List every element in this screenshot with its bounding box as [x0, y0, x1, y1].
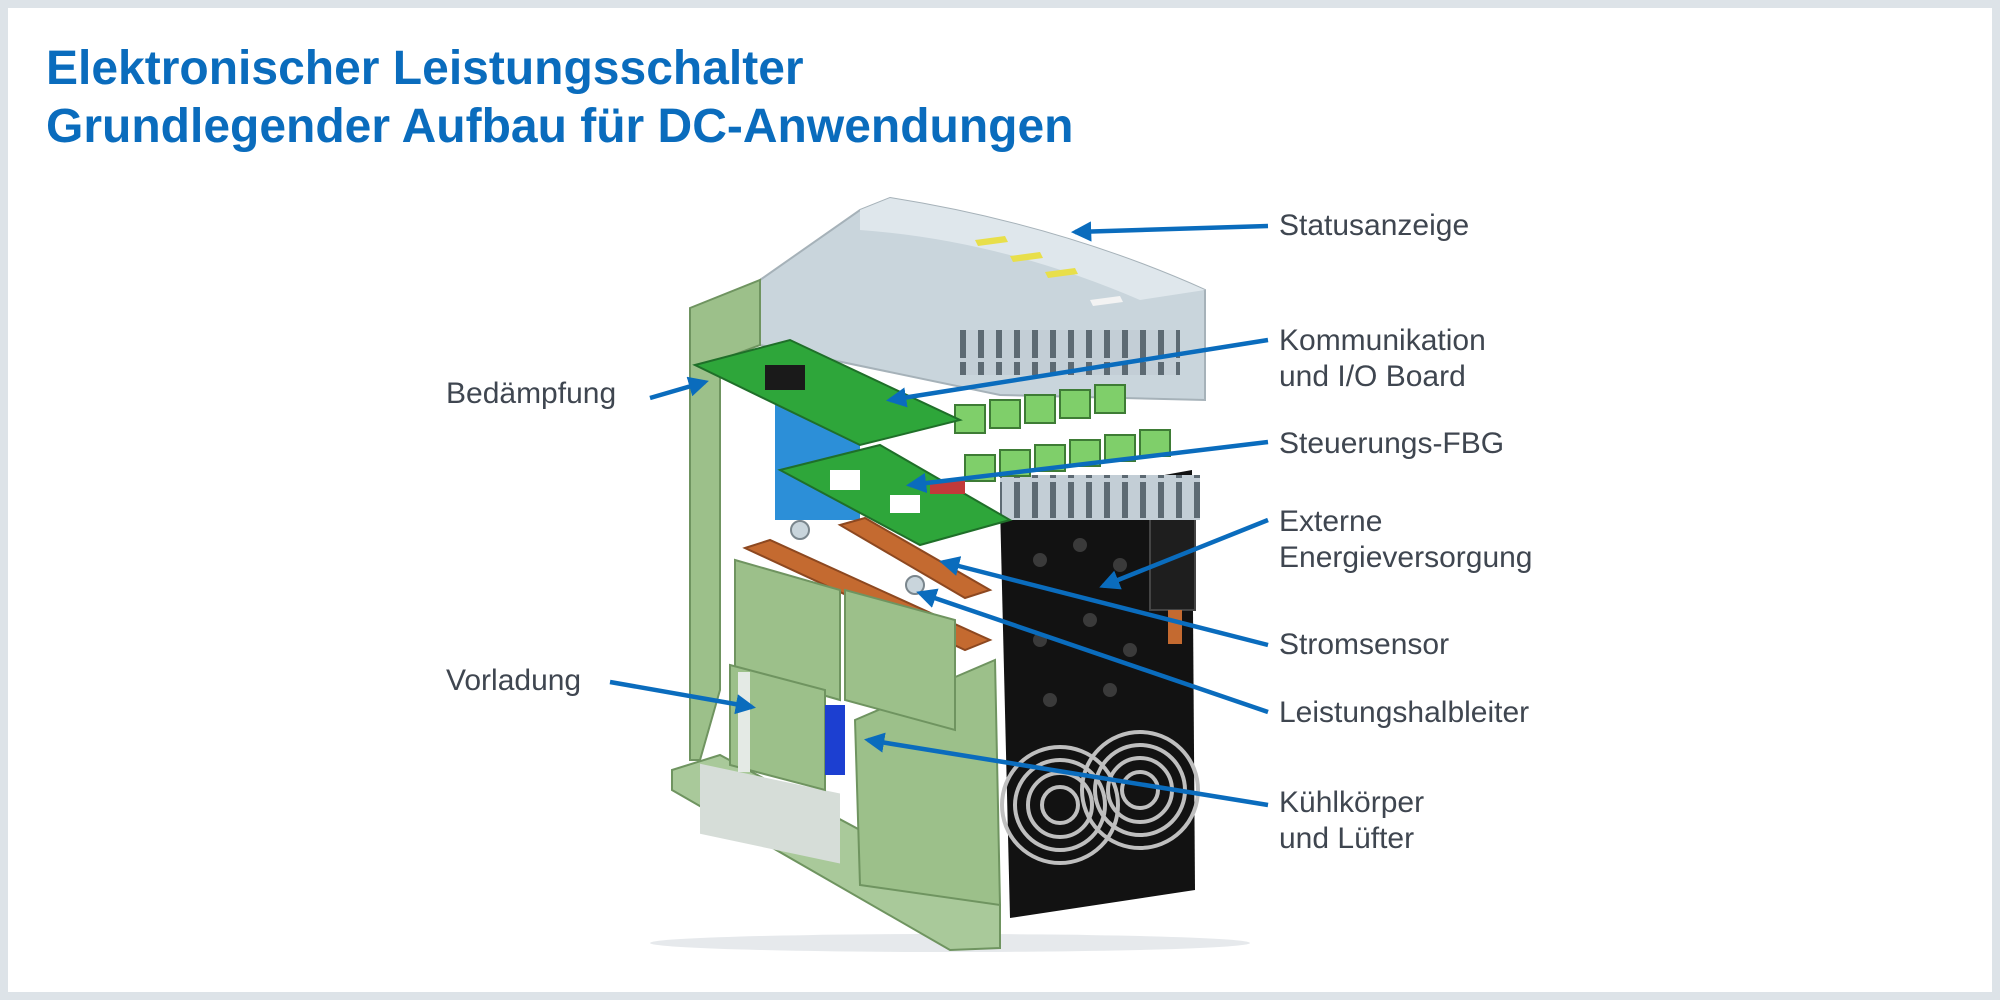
arrow-steuerung — [905, 439, 1269, 494]
io-terminal-blocks — [954, 384, 1171, 482]
heatsink-screw-holes — [1033, 538, 1137, 707]
copper-busbar-rear — [837, 516, 993, 600]
cover-vents-lower — [1000, 475, 1200, 520]
label-leistungshalbleiter: Leistungshalbleiter — [1279, 696, 1530, 729]
label-statusanzeige: Statusanzeige — [1279, 209, 1470, 242]
label-stromsensor: Stromsensor — [1279, 628, 1450, 661]
arrow-leistungshalbleiter — [916, 588, 1269, 715]
arrow-statusanzeige — [1070, 221, 1269, 242]
label-vorladung: Vorladung — [446, 664, 582, 697]
arrow-kuehlkoerper — [864, 732, 1269, 808]
cover-vents-upper — [960, 330, 1180, 375]
title-line-2: Grundlegender Aufbau für DC-Anwendungen — [46, 100, 1074, 153]
leader-arrows — [609, 221, 1269, 808]
arrow-stromsensor — [939, 556, 1269, 648]
busbar-bolts — [790, 520, 925, 595]
arrow-kommunikation — [886, 337, 1269, 408]
arrow-bedaempfung — [649, 376, 709, 401]
label-kuehlkoerper: Kühlkörper und Lüfter — [1279, 786, 1425, 855]
slide-title: Elektronischer Leistungsschalter Grundle… — [46, 40, 1074, 156]
arrow-vorladung — [609, 679, 756, 715]
housing-left-wall — [689, 278, 761, 761]
label-steuerung: Steuerungs-FBG — [1279, 427, 1505, 460]
status-led-strips — [975, 236, 1123, 306]
housing-base-slot — [700, 763, 840, 864]
arrow-energie — [1099, 517, 1269, 590]
label-bedaempfung: Bedämpfung — [446, 377, 617, 410]
cover-top-face — [860, 198, 1205, 300]
label-energie: Externe Energieversorgung — [1279, 505, 1533, 574]
pcb-components — [765, 365, 965, 513]
title-line-1: Elektronischer Leistungsschalter — [46, 42, 804, 95]
power-semiconductor-modules — [734, 558, 956, 732]
terminal-connector — [1168, 610, 1182, 644]
label-kommunikation: Kommunikation und I/O Board — [1279, 324, 1486, 393]
communication-io-board — [692, 338, 963, 447]
